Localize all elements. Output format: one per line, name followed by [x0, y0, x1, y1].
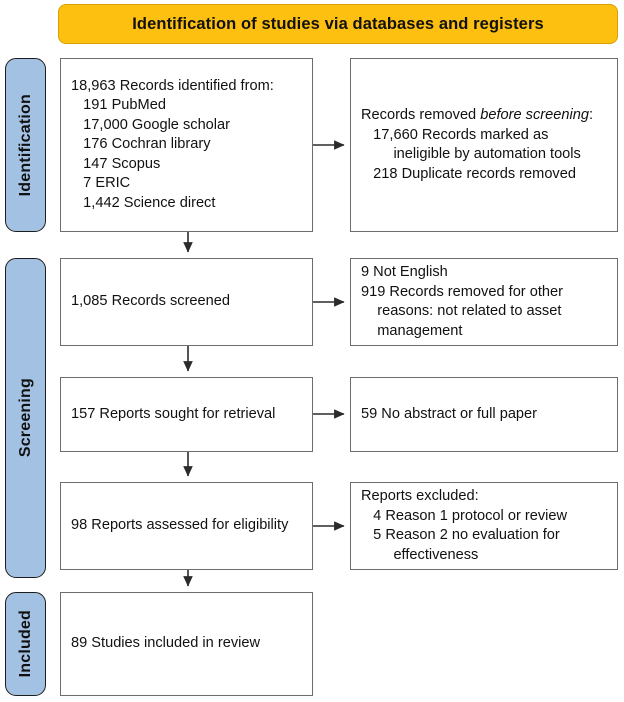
stage-tab-identification: Identification: [5, 58, 46, 232]
page-title: Identification of studies via databases …: [132, 14, 544, 33]
box-studies-included-in-review: 89 Studies included in review: [60, 592, 313, 696]
box-records-removed-before-screening-text: Records removed before screening: 17,660…: [351, 106, 617, 184]
box-records-removed-screening: 9 Not English 919 Records removed for ot…: [350, 258, 618, 346]
stage-tab-screening: Screening: [5, 258, 46, 578]
box-records-removed-screening-text: 9 Not English 919 Records removed for ot…: [361, 264, 563, 339]
stage-tab-included-label: Included: [16, 610, 34, 678]
box-reports-assessed-for-eligibility: 98 Reports assessed for eligibility: [60, 482, 313, 570]
diagram-header-banner: Identification of studies via databases …: [58, 4, 618, 44]
box-studies-included-in-review-text: 89 Studies included in review: [71, 635, 261, 652]
box-records-removed-before-screening: Records removed before screening: 17,660…: [350, 58, 618, 232]
stage-tab-identification-label: Identification: [16, 93, 34, 197]
box-records-screened: 1,085 Records screened: [60, 258, 313, 346]
box-reports-excluded: Reports excluded: 4 Reason 1 protocol or…: [350, 482, 618, 570]
stage-tab-included: Included: [5, 592, 46, 696]
removed-before-body: 17,660 Records marked as ineligible by a…: [373, 126, 581, 182]
box-reports-assessed-for-eligibility-text: 98 Reports assessed for eligibility: [71, 517, 289, 534]
box-records-identified-text: 18,963 Records identified from: 191 PubM…: [71, 77, 274, 211]
box-records-identified: 18,963 Records identified from: 191 PubM…: [60, 58, 313, 232]
box-no-abstract-or-full-paper: 59 No abstract or full paper: [350, 377, 618, 452]
box-reports-sought-for-retrieval: 157 Reports sought for retrieval: [60, 377, 313, 452]
removed-before-italic: before screening: [480, 107, 589, 123]
removed-before-tail: :: [588, 107, 594, 123]
box-reports-sought-for-retrieval-text: 157 Reports sought for retrieval: [71, 405, 276, 422]
removed-before-lead: Records removed: [361, 107, 481, 123]
box-reports-excluded-text: Reports excluded: 4 Reason 1 protocol or…: [361, 488, 568, 563]
stage-tab-screening-label: Screening: [16, 378, 34, 458]
box-no-abstract-or-full-paper-text: 59 No abstract or full paper: [361, 405, 538, 422]
box-records-screened-text: 1,085 Records screened: [71, 293, 231, 310]
